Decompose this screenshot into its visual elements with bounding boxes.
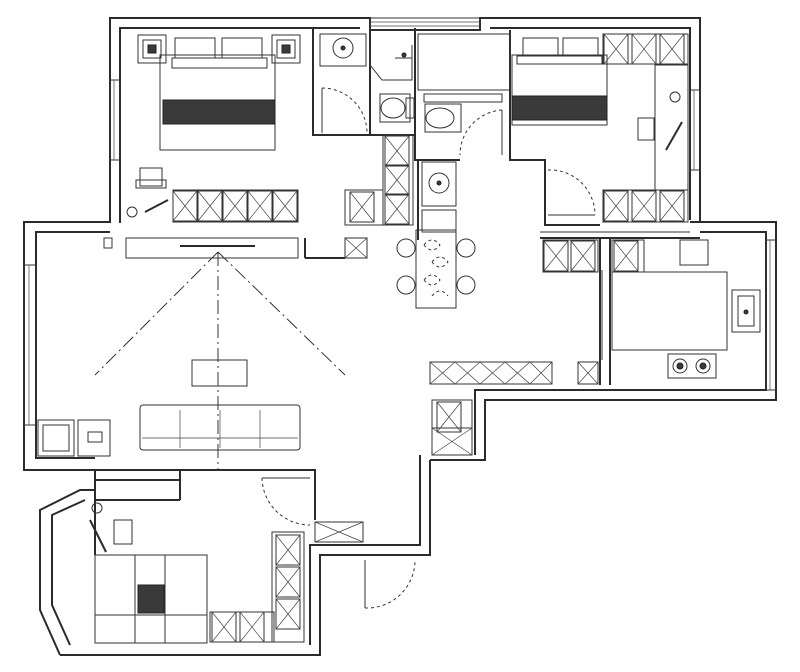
desk-chair-icon	[637, 91, 683, 151]
living-room	[37, 237, 599, 470]
desk-chair-icon	[89, 502, 133, 553]
master-bedroom	[125, 34, 301, 259]
entrance	[364, 544, 416, 609]
bathroom	[319, 33, 415, 134]
stove-icon	[667, 353, 717, 379]
wardrobe-icon	[602, 33, 689, 223]
window-icon	[23, 17, 777, 426]
sofa-icon	[139, 404, 301, 451]
wardrobe-icon	[172, 189, 299, 223]
planter-icon	[137, 584, 165, 614]
door-swing-icon	[261, 477, 311, 526]
door-swing-icon	[547, 169, 596, 216]
toilet-icon	[423, 93, 503, 133]
study	[89, 477, 364, 644]
dining-table-icon	[396, 229, 476, 309]
coffee-table	[191, 359, 248, 387]
bathroom	[417, 33, 511, 233]
shower-icon	[369, 45, 413, 81]
interior-walls	[23, 28, 700, 555]
wardrobe-icon	[344, 134, 414, 259]
sink-icon	[421, 161, 457, 207]
desk-chair-icon	[126, 167, 169, 218]
exterior-walls	[23, 17, 777, 656]
washing-machine-icon	[37, 419, 111, 457]
door-swing-icon	[364, 544, 416, 609]
sink-icon	[731, 289, 761, 333]
door-swing-icon	[321, 87, 368, 134]
kitchen	[542, 239, 761, 379]
second-bedroom	[511, 33, 689, 223]
door-swing-icon	[459, 109, 503, 156]
tv-cabinet	[125, 237, 299, 259]
toilet-icon	[379, 93, 415, 123]
bookshelf	[94, 554, 208, 644]
sink-icon	[319, 33, 367, 67]
desk	[654, 64, 689, 191]
bed-icon	[511, 37, 608, 126]
nightstand-icon	[137, 34, 301, 64]
bed-icon	[159, 37, 276, 151]
